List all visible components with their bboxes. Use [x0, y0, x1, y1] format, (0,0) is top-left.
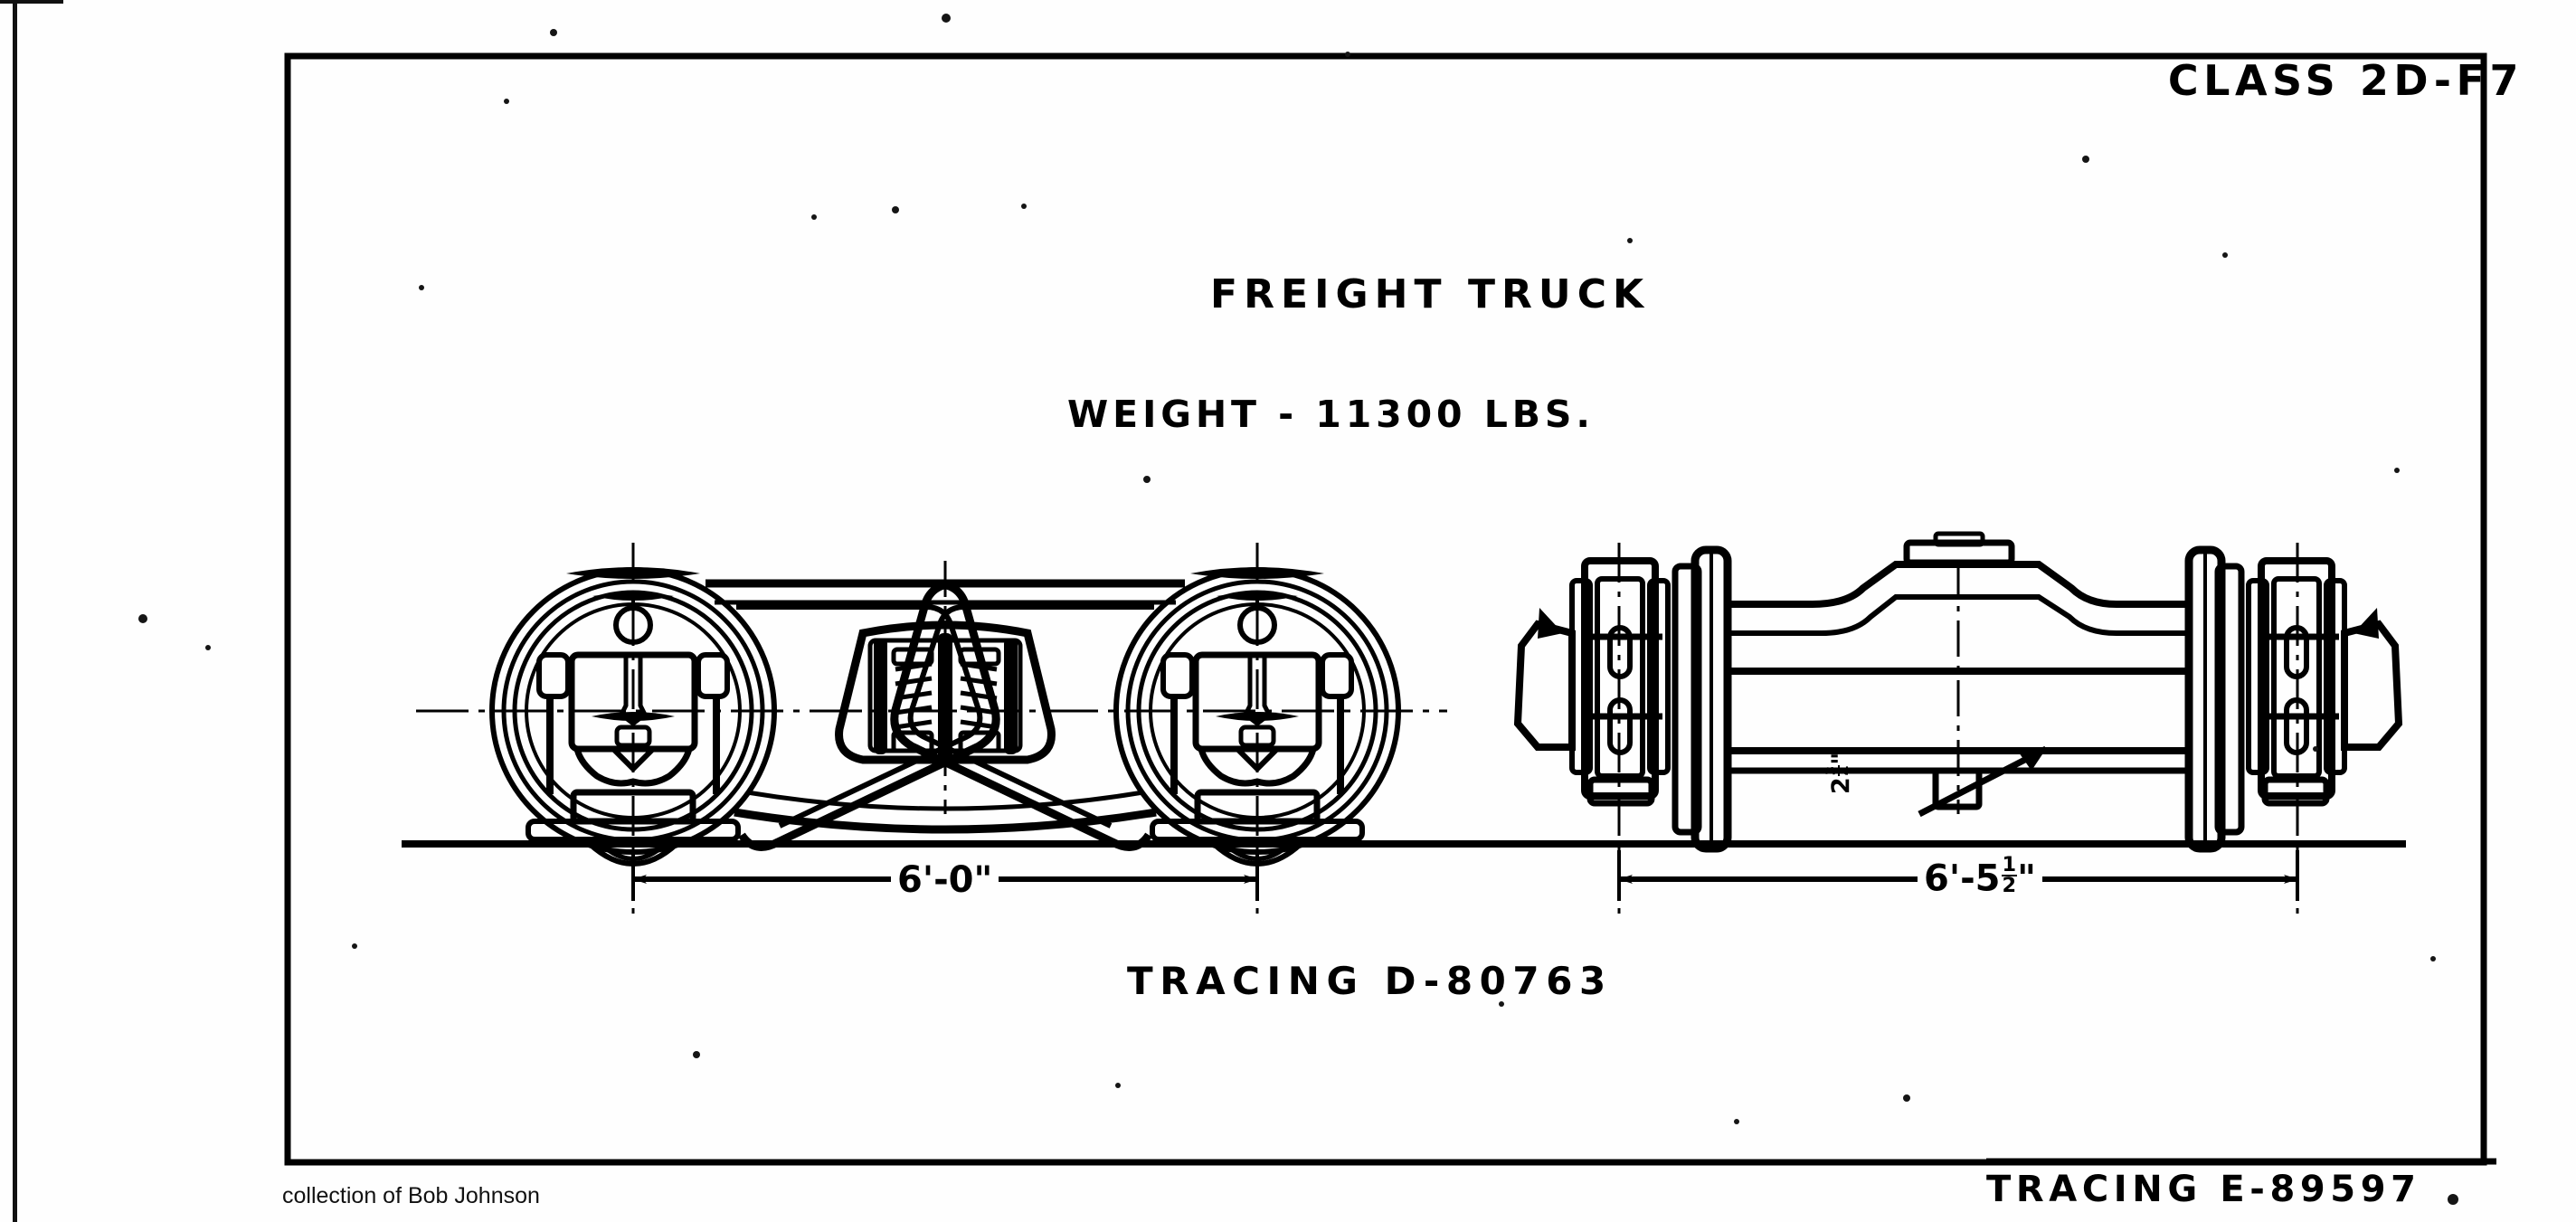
- fraction-numerator: 1: [2001, 853, 2018, 876]
- fraction-denominator: 2: [2002, 873, 2017, 897]
- journal-box-end-left: [1569, 557, 1671, 807]
- end-elevation-view: [1513, 531, 2406, 914]
- side-elevation-view: [402, 543, 2388, 914]
- track-gauge-value: 6'-5: [1924, 857, 2001, 900]
- tracing-number-main: TRACING D-80763: [1127, 959, 1613, 1003]
- wheel-rim-left: [1672, 545, 1732, 853]
- page-binding-edge: [13, 0, 17, 1222]
- detail-fraction-denominator: 4: [1836, 765, 1853, 776]
- class-label: CLASS 2D-F7: [2167, 56, 2524, 105]
- wheelbase-inch-mark: ": [973, 859, 993, 901]
- brake-hanger-left: [1513, 620, 1576, 751]
- track-gauge-dimension-label: 6'-5 1 2 ": [1918, 853, 2042, 900]
- track-gauge-fraction: 1 2: [2001, 853, 2018, 897]
- tracing-number-sheet: TRACING E-89597: [1986, 1169, 2421, 1210]
- page-title: FREIGHT TRUCK: [1210, 271, 1651, 317]
- track-gauge-inch-mark: ": [2017, 857, 2036, 900]
- detail-inch-mark: ": [1827, 752, 1856, 765]
- detail-fraction: 3 4: [1823, 764, 1853, 777]
- weight-label: WEIGHT - 11300 LBS.: [1067, 393, 1595, 436]
- wheelbase-dimension-label: 6'-0": [891, 859, 999, 901]
- drawing-frame: [284, 52, 2487, 1166]
- spring-nest-bolster: [835, 561, 1056, 814]
- brake-hanger-right: [2341, 620, 2403, 751]
- bolster-beam: [1729, 531, 2187, 810]
- detail-value: 2: [1827, 777, 1856, 794]
- scan-speckles: [138, 14, 2458, 1205]
- collection-credit: collection of Bob Johnson: [282, 1183, 540, 1208]
- wheel-rim-right: [2184, 545, 2245, 853]
- journal-box-end-right: [2246, 557, 2347, 807]
- wheelbase-value: 6'-0: [897, 859, 974, 901]
- detail-dimension-label: 2 3 4 ": [1823, 752, 1856, 794]
- page-top-edge: [0, 0, 63, 4]
